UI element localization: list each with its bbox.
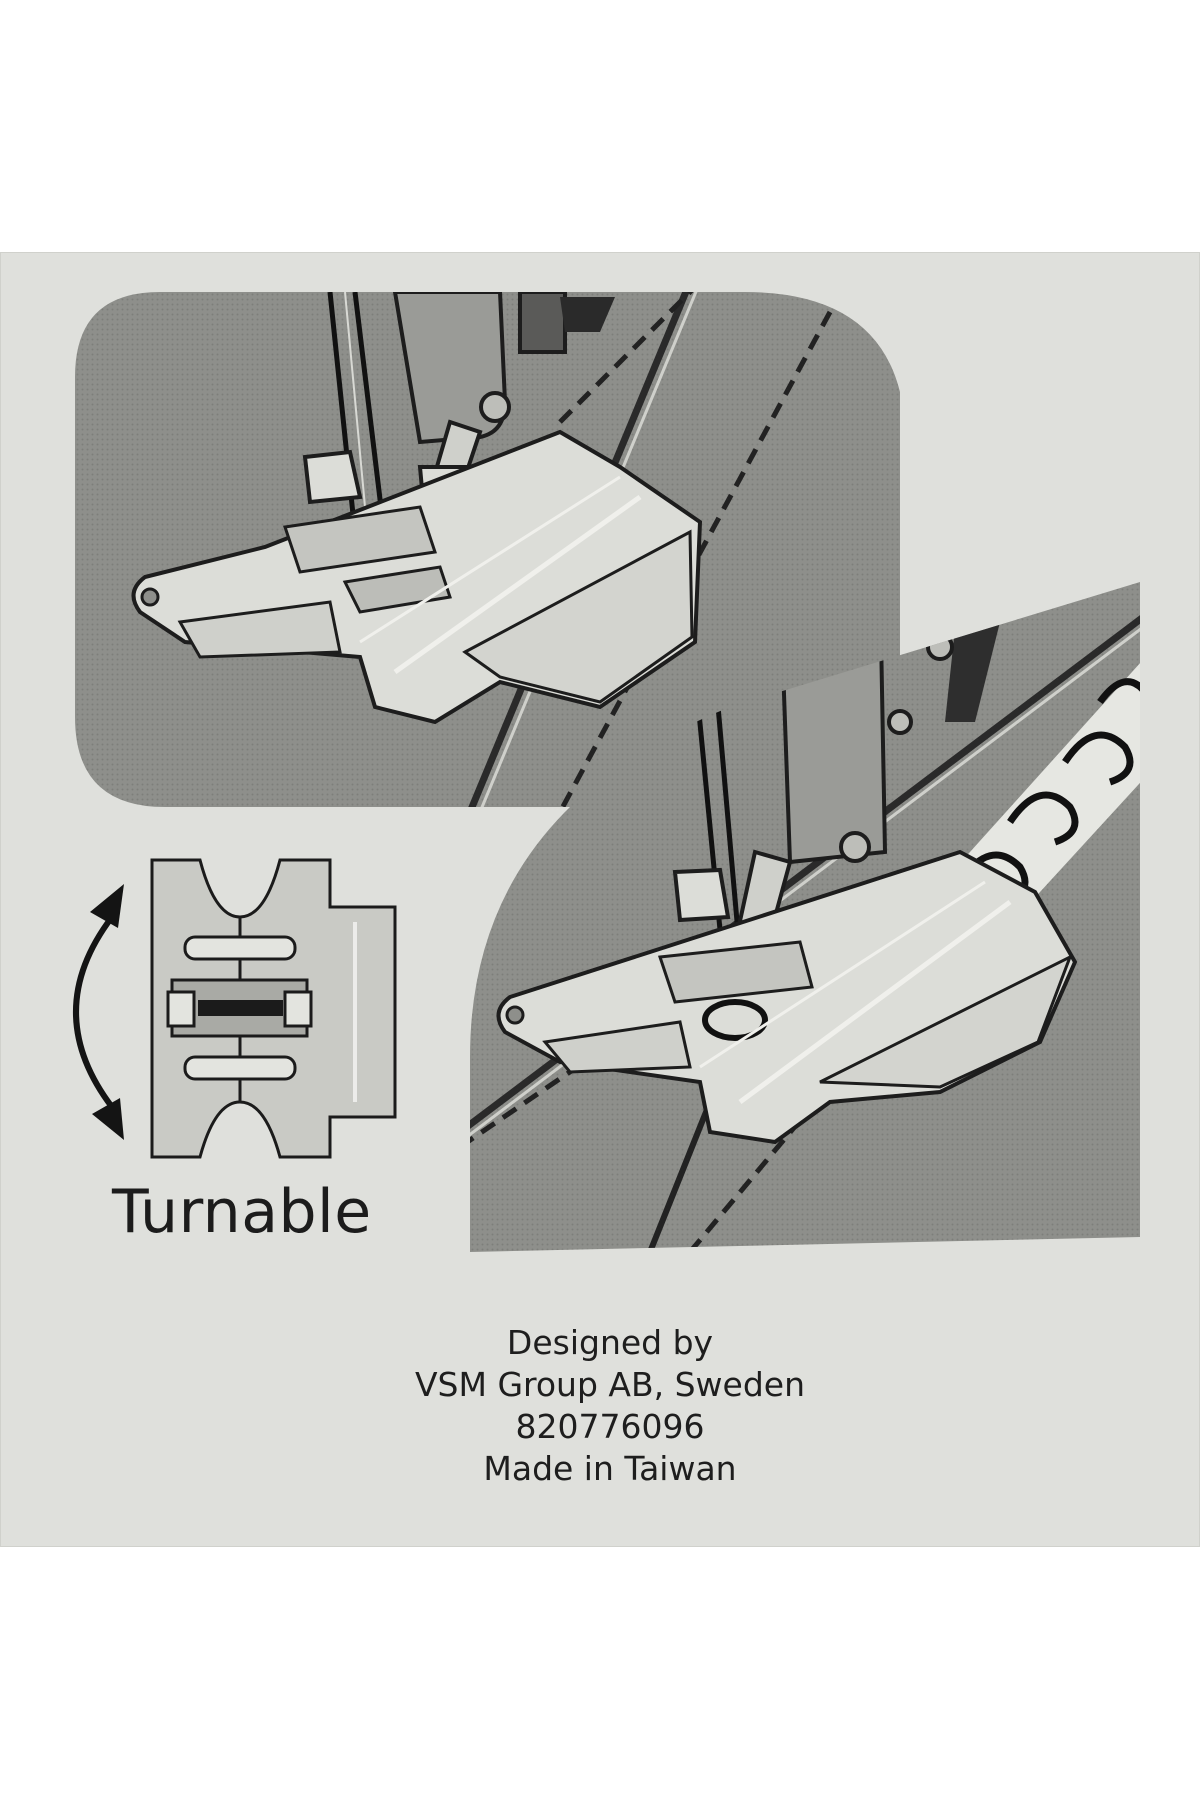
manufacturer-credits: Designed by VSM Group AB, Sweden 8207760…	[340, 1322, 880, 1490]
credits-designed-by: Designed by	[506, 1323, 714, 1362]
credits-company: VSM Group AB, Sweden	[414, 1365, 806, 1404]
curved-double-arrow-icon	[73, 915, 115, 1109]
top-presser-foot-illustration	[75, 292, 900, 807]
arrow-head-top	[90, 884, 124, 928]
package-card: Turnable Designed by VSM Group AB, Swede…	[0, 252, 1200, 1547]
illustration-canvas	[73, 292, 1140, 1252]
credits-part-number: 820776096	[515, 1407, 705, 1446]
bottom-presser-foot-illustration	[470, 582, 1140, 1252]
arrow-head-bottom	[92, 1098, 124, 1140]
turnable-foot-diagram	[73, 858, 397, 1159]
credits-origin: Made in Taiwan	[483, 1449, 737, 1488]
turnable-label: Turnable	[112, 1177, 372, 1247]
